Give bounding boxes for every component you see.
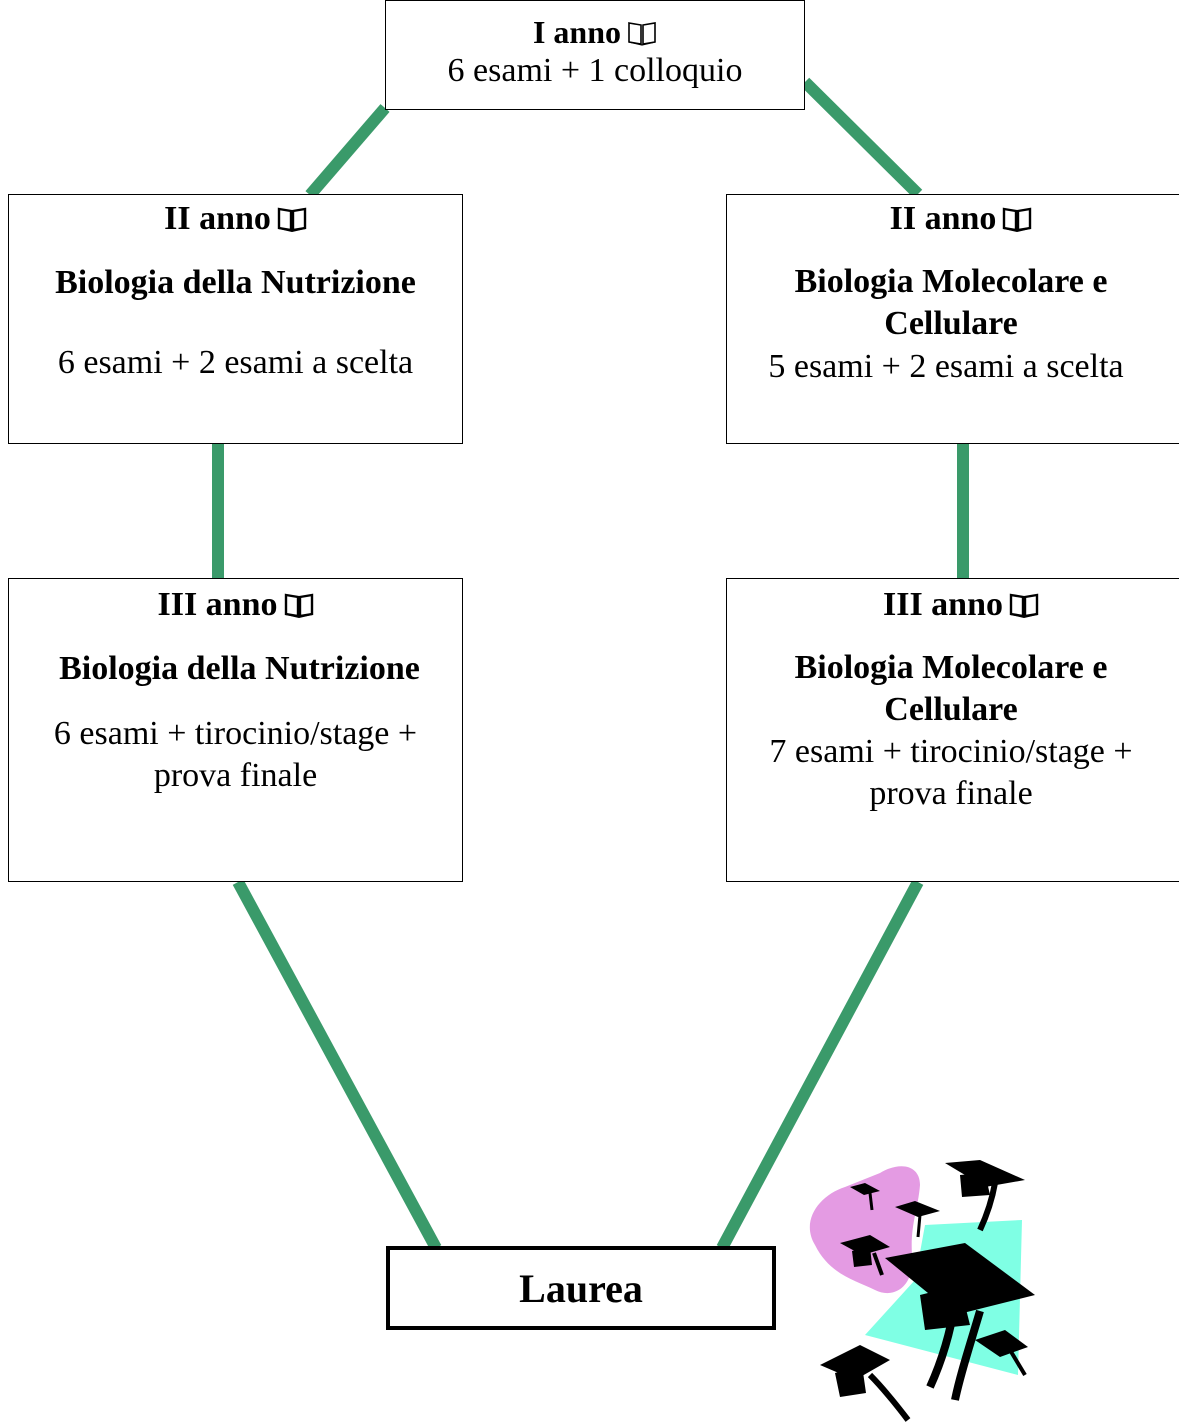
year3-left-box: III anno Biologia della Nutrizione 6 esa… <box>8 578 463 882</box>
year3-left-curriculum: Biologia della Nutrizione <box>59 650 420 687</box>
year2-right-curriculum: Biologia Molecolare e Cellulare <box>794 263 1108 342</box>
cap-large <box>885 1243 1035 1401</box>
year2-left-exams: 6 esami + 2 esami a scelta <box>57 344 414 381</box>
year2-right-exams: 5 esami + 2 esami a scelta <box>768 348 1124 385</box>
cap-bottom-left <box>820 1345 911 1422</box>
book-icon <box>1003 207 1032 232</box>
connector-y3right-laurea <box>716 879 924 1251</box>
cap-small-3 <box>840 1235 890 1276</box>
cap-bottom-right <box>975 1330 1028 1377</box>
connector-y1-y2left <box>305 104 390 199</box>
year3-left-title: III anno <box>9 585 462 625</box>
book-icon <box>284 593 313 618</box>
book-icon <box>1009 593 1039 618</box>
graduation-caps-icon <box>809 1160 1035 1422</box>
connector-y3left-laurea <box>232 879 442 1251</box>
laurea-box: Laurea <box>386 1246 776 1330</box>
year3-right-exams: 7 esami + tirocinio/stage + prova finale <box>769 733 1133 812</box>
book-icon <box>628 22 656 46</box>
year2-left-curriculum: Biologia della Nutrizione <box>55 264 416 301</box>
year3-right-curriculum: Biologia Molecolare e Cellulare <box>794 649 1108 728</box>
year1-exams: 6 esami + 1 colloquio <box>447 52 743 89</box>
year3-left-exams: 6 esami + tirocinio/stage + prova finale <box>53 715 418 794</box>
cap-small-2 <box>895 1201 940 1238</box>
book-icon <box>277 207 307 232</box>
year3-right-title: III anno <box>727 585 1179 625</box>
cap-top-right <box>945 1160 1025 1232</box>
year3-right-box: III anno Biologia Molecolare e Cellulare… <box>726 578 1179 882</box>
year1-box: I anno 6 esami + 1 colloquio <box>385 0 805 110</box>
year2-right-box: II anno Biologia Molecolare e Cellulare … <box>726 194 1179 444</box>
year2-right-title: II anno <box>727 199 1179 239</box>
laurea-title: Laurea <box>519 1265 643 1311</box>
connector-y1-y2right <box>800 77 923 199</box>
year2-left-box: II anno Biologia della Nutrizione 6 esam… <box>8 194 463 444</box>
year2-left-title: II anno <box>9 199 462 239</box>
year1-title: I anno <box>386 13 804 51</box>
cap-small-1 <box>850 1183 880 1211</box>
